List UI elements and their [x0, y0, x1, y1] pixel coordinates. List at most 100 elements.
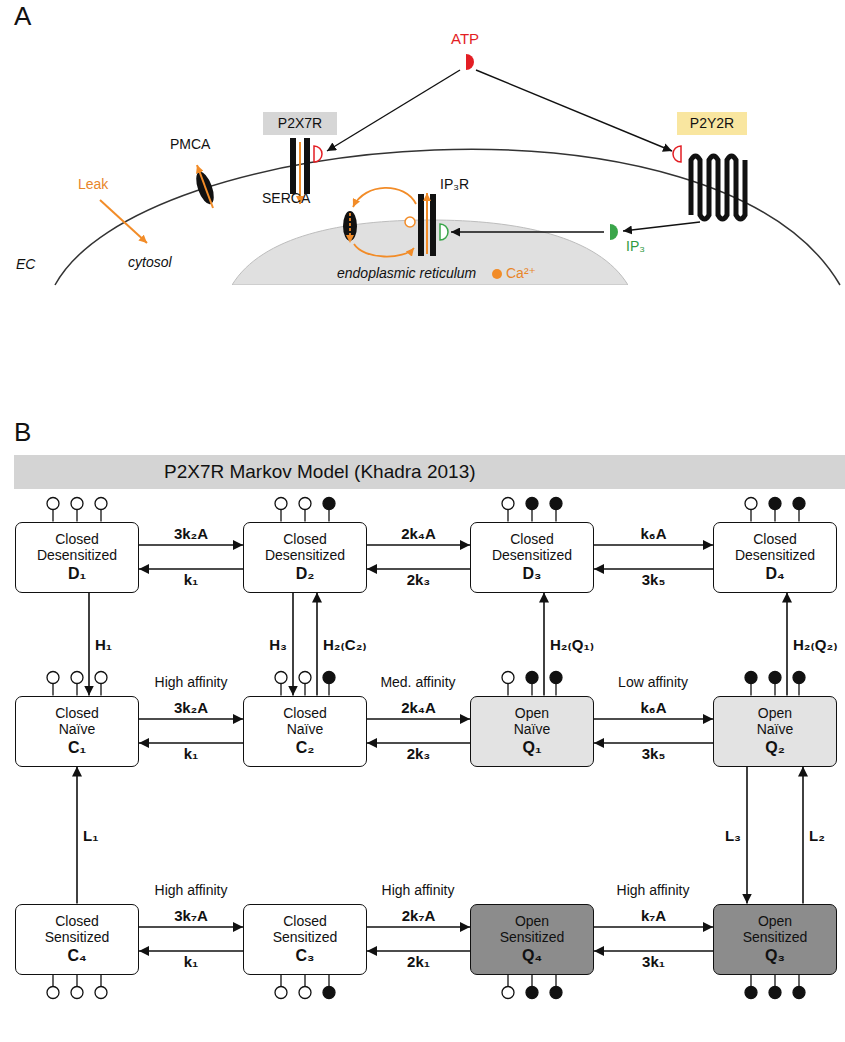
pin-head — [275, 987, 287, 999]
binding-site-pin — [550, 975, 562, 999]
pin-stem — [76, 510, 77, 522]
binding-site-pin — [745, 498, 757, 522]
pin-head — [793, 672, 805, 684]
transition-arrow — [367, 926, 470, 928]
rate-label: 3k₂A — [174, 699, 208, 716]
pin-stem — [100, 975, 101, 987]
rate-label: H₁ — [95, 636, 112, 653]
pin-head — [502, 987, 514, 999]
pin-head — [502, 672, 514, 684]
ip3-production-arrow — [623, 222, 700, 231]
pin-stem — [507, 510, 508, 522]
affinity-note: High affinity — [382, 882, 455, 898]
binding-site-pin — [769, 498, 781, 522]
pin-head — [769, 498, 781, 510]
pin-stem — [328, 684, 329, 696]
transition-arrow — [746, 767, 748, 904]
affinity-note: High affinity — [617, 882, 690, 898]
pin-stem — [531, 975, 532, 987]
binding-site-pin — [71, 672, 83, 696]
rate-label: k₁ — [184, 571, 199, 588]
pin-stem — [798, 975, 799, 987]
binding-site-pin — [550, 672, 562, 696]
pin-stem — [750, 684, 751, 696]
binding-site-pin — [323, 498, 335, 522]
binding-site-pin — [793, 672, 805, 696]
rate-label: 2k₄A — [401, 699, 436, 716]
atp-arrow — [327, 70, 460, 151]
node-text: P2Y2R — [690, 115, 734, 132]
binding-site-pin — [502, 975, 514, 999]
region-name: cytosol — [128, 254, 172, 270]
rate-label: k₁ — [184, 953, 199, 970]
flux-name: Leak — [78, 176, 108, 192]
transition-arrow — [292, 593, 294, 696]
pin-stem — [507, 975, 508, 987]
transition-arrow — [139, 926, 243, 928]
state-symbol: Q₄ — [522, 946, 542, 965]
binding-site-pin — [71, 498, 83, 522]
pin-stem — [76, 684, 77, 696]
state-box: Open NaïveQ₂ — [713, 696, 837, 767]
state-box: Closed SensitizedC₄ — [15, 904, 139, 975]
pin-stem — [750, 510, 751, 522]
state-symbol: Q₂ — [765, 738, 785, 757]
state-name: Closed Sensitized — [45, 913, 110, 945]
ion-name: Ca²⁺ — [506, 265, 536, 281]
pin-stem — [76, 975, 77, 987]
transition-arrow — [76, 767, 78, 904]
pin-head — [95, 672, 107, 684]
binding-site-pin — [299, 672, 311, 696]
pin-stem — [304, 510, 305, 522]
atp-arrow — [476, 70, 672, 151]
pin-stem — [304, 684, 305, 696]
state-symbol: C₃ — [296, 946, 315, 965]
er-compartment: endoplasmic reticulum — [232, 218, 628, 285]
rate-label: L₃ — [725, 827, 741, 844]
title-band: P2X7R Markov Model (Khadra 2013) — [14, 455, 845, 489]
binding-site-pin — [47, 672, 59, 696]
state-symbol: Q₃ — [765, 946, 785, 965]
transition-arrow — [139, 742, 243, 744]
pin-head — [793, 498, 805, 510]
pin-head — [323, 987, 335, 999]
pin-head — [95, 987, 107, 999]
pin-head — [550, 987, 562, 999]
pin-stem — [507, 684, 508, 696]
rate-label: 3k₅ — [642, 745, 666, 762]
atp-binding-site — [314, 146, 322, 162]
rate-label: 2k₄A — [401, 525, 436, 542]
transition-arrow — [367, 568, 470, 570]
pin-stem — [555, 975, 556, 987]
affinity-note: Med. affinity — [380, 674, 455, 690]
transition-arrow — [367, 742, 470, 744]
transition-arrow — [139, 718, 243, 720]
node-text: endoplasmic reticulum — [337, 265, 476, 282]
rate-label: H₂₍C₂₎ — [323, 636, 367, 653]
rate-label: L₁ — [83, 827, 98, 844]
channel-name: IP₃R — [440, 176, 469, 192]
pin-head — [299, 987, 311, 999]
state-name: Closed Naïve — [55, 705, 99, 737]
messenger-name: IP₃ — [626, 238, 645, 254]
pin-head — [71, 498, 83, 510]
pin-head — [275, 498, 287, 510]
pin-stem — [774, 684, 775, 696]
state-name: Open Naïve — [514, 705, 551, 737]
state-symbol: D₂ — [296, 564, 315, 583]
transition-arrow — [802, 767, 804, 904]
pin-head — [299, 498, 311, 510]
rate-label: 3k₇A — [174, 907, 208, 924]
state-name: Closed Desensitized — [265, 531, 345, 563]
pin-head — [71, 987, 83, 999]
pin-head — [47, 498, 59, 510]
rate-label: 2k₃ — [407, 571, 431, 588]
leak-flux-arrow — [100, 200, 147, 243]
rate-label: 2k₃ — [407, 745, 431, 762]
pin-head — [526, 987, 538, 999]
receptor-label-box: P2X7R — [263, 112, 337, 135]
pin-stem — [328, 975, 329, 987]
rate-label: L₂ — [809, 827, 825, 844]
rate-label: k₆A — [641, 699, 667, 716]
binding-site-pin — [550, 498, 562, 522]
